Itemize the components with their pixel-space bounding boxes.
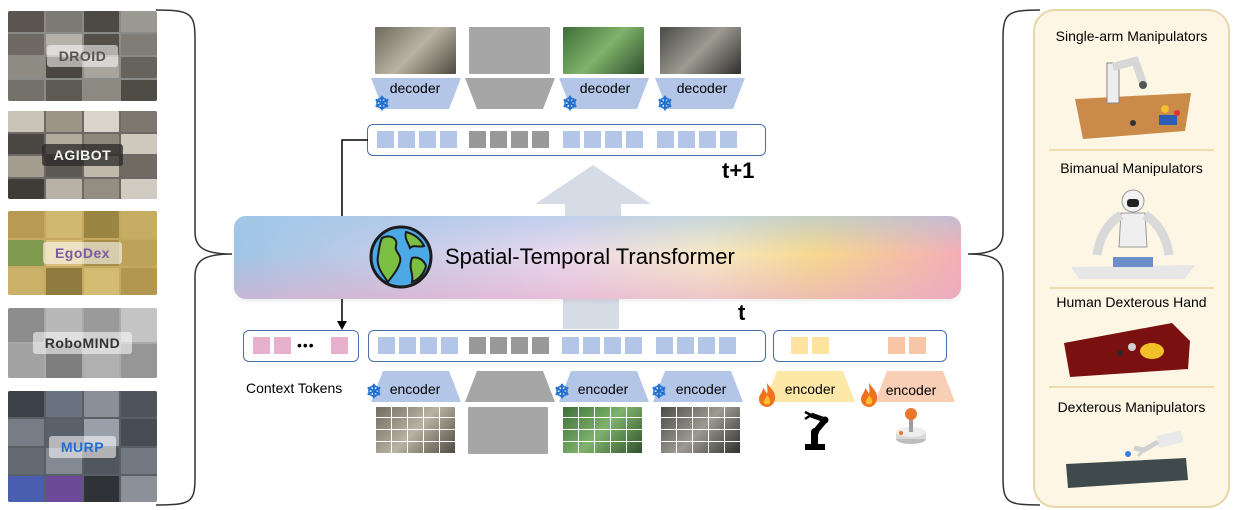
input-token-bar <box>368 330 766 362</box>
decoder-label-3: decoder <box>676 80 728 96</box>
snowflake-icon: ❄ <box>562 94 578 115</box>
snowflake-icon: ❄ <box>554 382 570 403</box>
dataset-label-robomind: RoboMIND <box>8 332 157 354</box>
feedback-arrow <box>337 139 368 330</box>
dataset-label-droid: DROID <box>8 45 157 67</box>
dataset-egodex: EgoDex <box>8 211 157 295</box>
output-frame-1 <box>375 27 456 74</box>
time-label-next: t+1 <box>722 158 755 183</box>
dataset-label-agibot: AGIBOT <box>8 144 157 166</box>
up-arrow-bottom <box>563 299 619 329</box>
encoder-label-action-joystick: encoder <box>885 382 937 398</box>
snowflake-icon: ❄ <box>657 94 673 115</box>
transformer-label: Spatial-Temporal Transformer <box>445 244 735 269</box>
embodiment-panel: Single-arm Manipulators Bimanual Manipul… <box>1033 9 1230 508</box>
up-arrow-top <box>535 165 651 218</box>
embodiment-label-human-hand: Human Dexterous Hand <box>1056 294 1207 310</box>
dexterous-robot-image <box>1066 430 1188 488</box>
dataset-label-murp: MURP <box>8 435 157 458</box>
encoder-label-action-arm: encoder <box>784 381 836 397</box>
time-label-current: t <box>738 300 746 325</box>
context-token-bar: ••• <box>243 330 359 362</box>
encoder-shapes <box>371 371 955 402</box>
input-frames-2 <box>562 407 642 454</box>
bimanual-robot-image <box>1071 189 1195 279</box>
context-tokens-label: Context Tokens <box>246 380 343 396</box>
decoder-label-2: decoder <box>579 80 631 96</box>
snowflake-icon: ❄ <box>366 382 382 403</box>
fire-icon <box>861 383 878 407</box>
encoder-label-1: encoder <box>389 381 441 397</box>
output-frame-masked <box>469 27 550 74</box>
encoder-label-3: encoder <box>675 381 727 397</box>
dataset-droid: DROID <box>8 11 157 101</box>
input-frames-1 <box>375 407 455 454</box>
output-token-bar <box>367 124 766 156</box>
single-arm-robot-image <box>1075 56 1191 139</box>
action-token-bar <box>773 330 947 362</box>
output-frame-3 <box>660 27 741 74</box>
context-ellipsis: ••• <box>297 337 315 353</box>
left-brace <box>155 9 233 506</box>
joystick-icon <box>896 408 926 444</box>
output-frame-2 <box>563 27 644 74</box>
decoder-shapes <box>371 78 745 109</box>
embodiment-label-bimanual: Bimanual Manipulators <box>1060 160 1203 176</box>
fire-icon <box>759 383 776 407</box>
spatial-temporal-transformer: Spatial-Temporal Transformer <box>234 216 961 299</box>
right-brace <box>967 9 1041 506</box>
snowflake-icon: ❄ <box>651 382 667 403</box>
decoder-label-1: decoder <box>389 80 441 96</box>
human-hand-image <box>1064 323 1190 377</box>
dataset-murp: MURP <box>8 391 157 502</box>
dataset-robomind: RoboMIND <box>8 308 157 378</box>
globe-icon <box>369 225 433 289</box>
embodiment-label-single-arm: Single-arm Manipulators <box>1055 28 1208 44</box>
dataset-label-egodex: EgoDex <box>8 242 157 264</box>
robot-arm-icon <box>804 410 829 450</box>
input-frames-3 <box>660 407 740 454</box>
embodiment-label-dexterous: Dexterous Manipulators <box>1057 399 1206 415</box>
snowflake-icon: ❄ <box>374 94 390 115</box>
encoder-label-2: encoder <box>577 381 629 397</box>
input-frames-masked <box>468 407 548 454</box>
dataset-agibot: AGIBOT <box>8 111 157 199</box>
